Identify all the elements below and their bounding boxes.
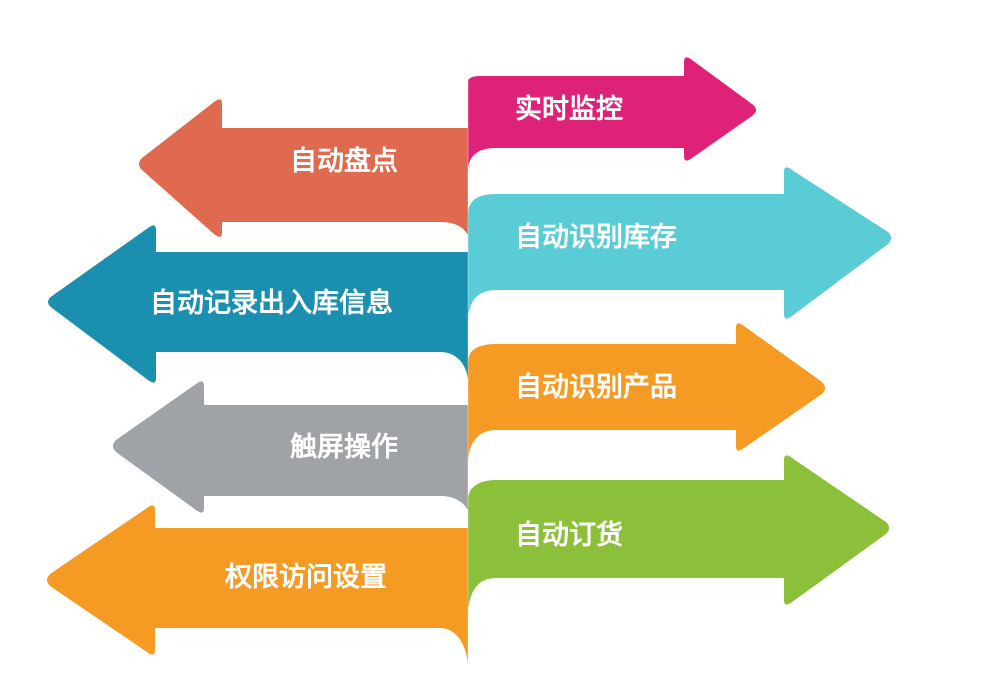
left-arrow-auto-inventory: 自动盘点 [139,99,468,237]
left-arrow-access-settings-body [47,505,468,665]
left-arrow-touchscreen: 触屏操作 [113,381,468,513]
right-arrow-auto-identify-product-body [468,323,825,460]
right-arrow-realtime-monitor-body [468,57,756,168]
left-arrow-access-settings: 权限访问设置 [47,505,468,665]
label-auto-identify-product: 自动识别产品 [515,371,677,403]
label-auto-identify-stock: 自动识别库存 [515,221,677,253]
right-arrow-auto-order: 自动订货 [468,455,889,612]
label-auto-inventory: 自动盘点 [290,145,398,177]
right-arrow-auto-identify-product: 自动识别产品 [468,323,825,460]
right-arrow-auto-order-body [468,455,889,612]
right-arrow-realtime-monitor: 实时监控 [468,57,756,168]
label-auto-record: 自动记录出入库信息 [150,287,393,319]
right-arrow-auto-identify-stock: 自动识别库存 [468,167,891,319]
label-realtime-monitor: 实时监控 [515,93,623,125]
left-arrow-auto-inventory-body [139,99,468,237]
label-touchscreen: 触屏操作 [290,432,398,463]
left-arrow-auto-record: 自动记录出入库信息 [48,225,468,383]
label-auto-order: 自动订货 [515,519,623,551]
right-arrow-auto-identify-stock-body [468,167,891,319]
left-arrow-auto-record-body [48,225,468,383]
label-access-settings: 权限访问设置 [224,562,387,593]
left-arrow-touchscreen-body [113,381,468,513]
